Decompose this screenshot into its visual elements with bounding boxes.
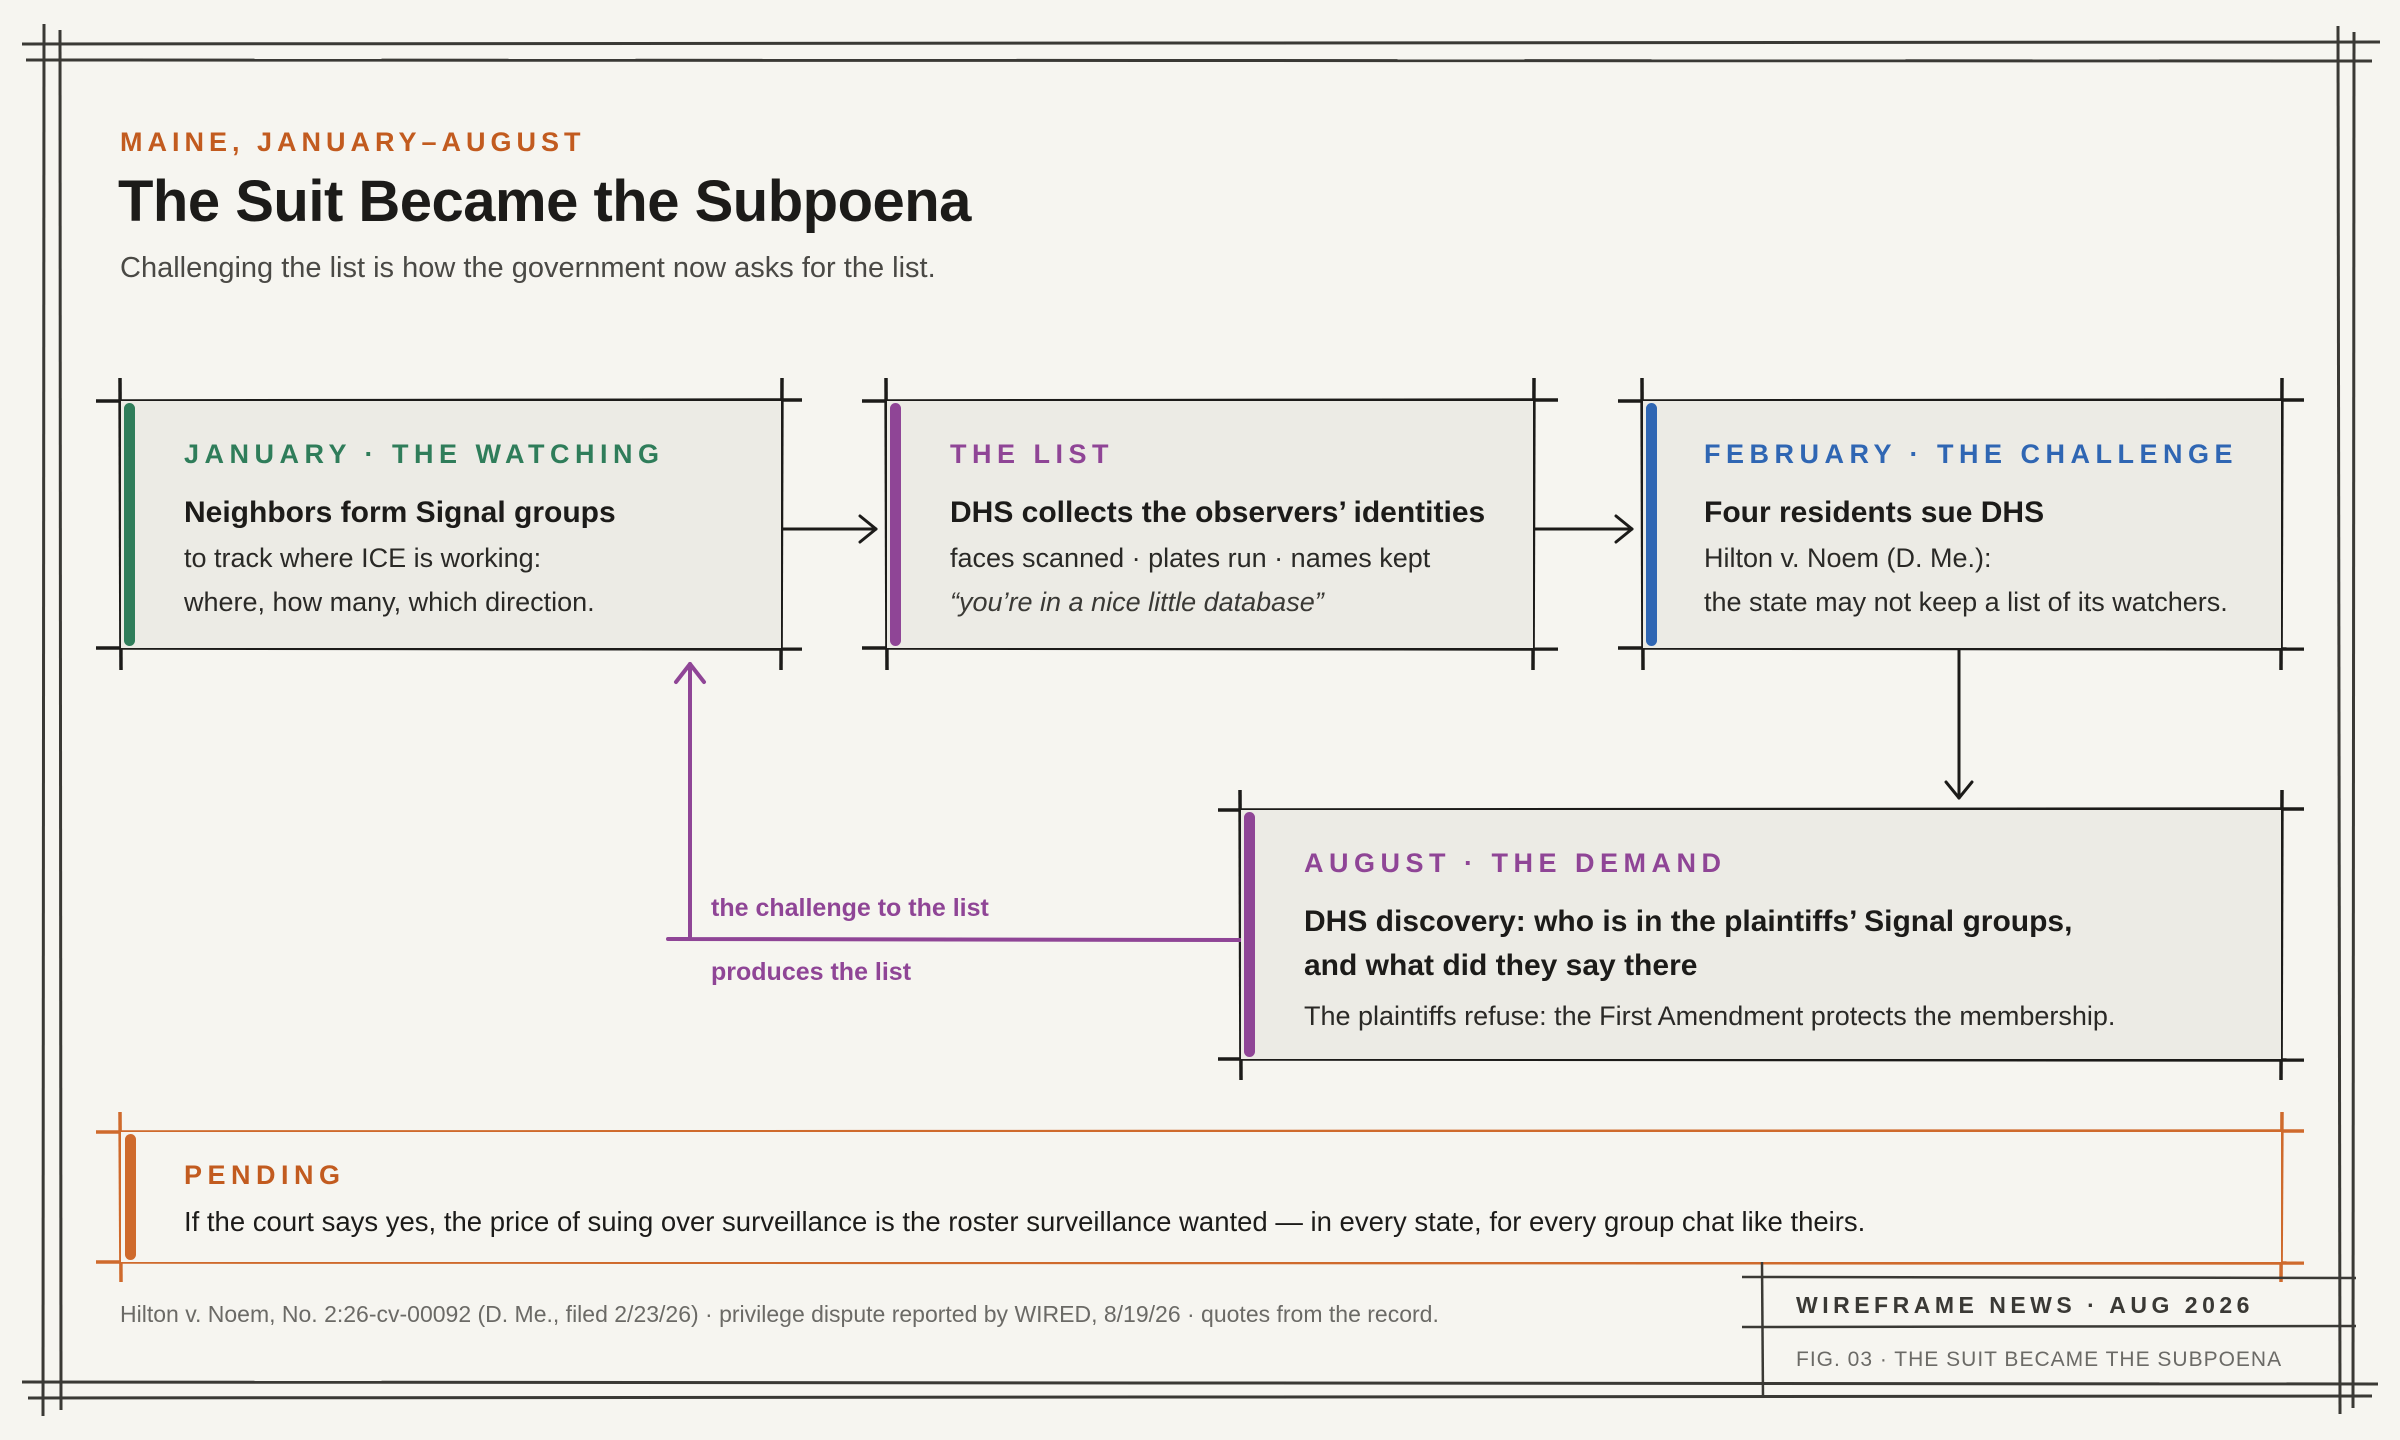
accent-bar-orange (125, 1134, 136, 1260)
step-detail: the state may not keep a list of its wat… (1704, 587, 2228, 617)
pending-outline (95, 1111, 2305, 1283)
step-detail: The plaintiffs refuse: the First Amendme… (1304, 1001, 2116, 1031)
step-detail: Hilton v. Noem (D. Me.): (1704, 543, 1992, 573)
step-detail: to track where ICE is working: (184, 543, 542, 573)
accent-bar-purple (1244, 812, 1255, 1057)
accent-bar-blue (1646, 403, 1657, 646)
page-border (21, 23, 2381, 1417)
step-detail: where, how many, which direction. (184, 587, 595, 617)
pending-box: PENDING If the court says yes, the price… (121, 1132, 2281, 1262)
step-box-august: AUGUST · THE DEMAND DHS discovery: who i… (1241, 810, 2281, 1059)
page-subtitle: Challenging the list is how the governme… (120, 252, 936, 284)
step-heading: Neighbors form Signal groups (184, 496, 616, 529)
figure-label: FIG. 03 · THE SUIT BECAME THE SUBPOENA (1796, 1348, 2283, 1371)
step-label: THE LIST (950, 439, 1114, 469)
brand-label: WIREFRAME NEWS · AUG 2026 (1796, 1292, 2254, 1318)
step-box-january: JANUARY · THE WATCHING Neighbors form Si… (121, 401, 781, 648)
arrow-1-to-2 (780, 514, 878, 544)
step-quote: “you’re in a nice little database” (950, 587, 1324, 617)
step-heading: DHS collects the observers’ identities (950, 496, 1486, 529)
accent-bar-purple (890, 403, 901, 646)
step-heading: DHS discovery: who is in the plaintiffs’… (1304, 905, 2073, 938)
step-detail: faces scanned · plates run · names kept (950, 543, 1431, 573)
loop-arrow (666, 662, 1246, 942)
step-box-the-list: THE LIST DHS collects the observers’ ide… (887, 401, 1533, 648)
pending-label: PENDING (184, 1160, 346, 1190)
kicker: MAINE, JANUARY–AUGUST (120, 127, 586, 157)
source-note: Hilton v. Noem, No. 2:26-cv-00092 (D. Me… (120, 1301, 1439, 1327)
step-label: FEBRUARY · THE CHALLENGE (1704, 439, 2239, 469)
arrow-3-to-4 (1944, 648, 1974, 800)
step-label: JANUARY · THE WATCHING (184, 439, 665, 469)
loop-label-bottom: produces the list (711, 958, 912, 986)
accent-bar-green (124, 403, 135, 646)
box-outlines (95, 377, 2305, 1081)
page-title: The Suit Became the Subpoena (118, 169, 971, 234)
step-heading: and what did they say there (1304, 949, 1698, 982)
step-box-february: FEBRUARY · THE CHALLENGE Four residents … (1643, 401, 2281, 648)
step-label: AUGUST · THE DEMAND (1304, 848, 1727, 878)
pending-text: If the court says yes, the price of suin… (184, 1206, 1866, 1237)
step-heading: Four residents sue DHS (1704, 496, 2045, 529)
loop-label-top: the challenge to the list (711, 894, 989, 922)
brand-plate-lines (1741, 1261, 2357, 1399)
arrow-2-to-3 (1532, 514, 1634, 544)
